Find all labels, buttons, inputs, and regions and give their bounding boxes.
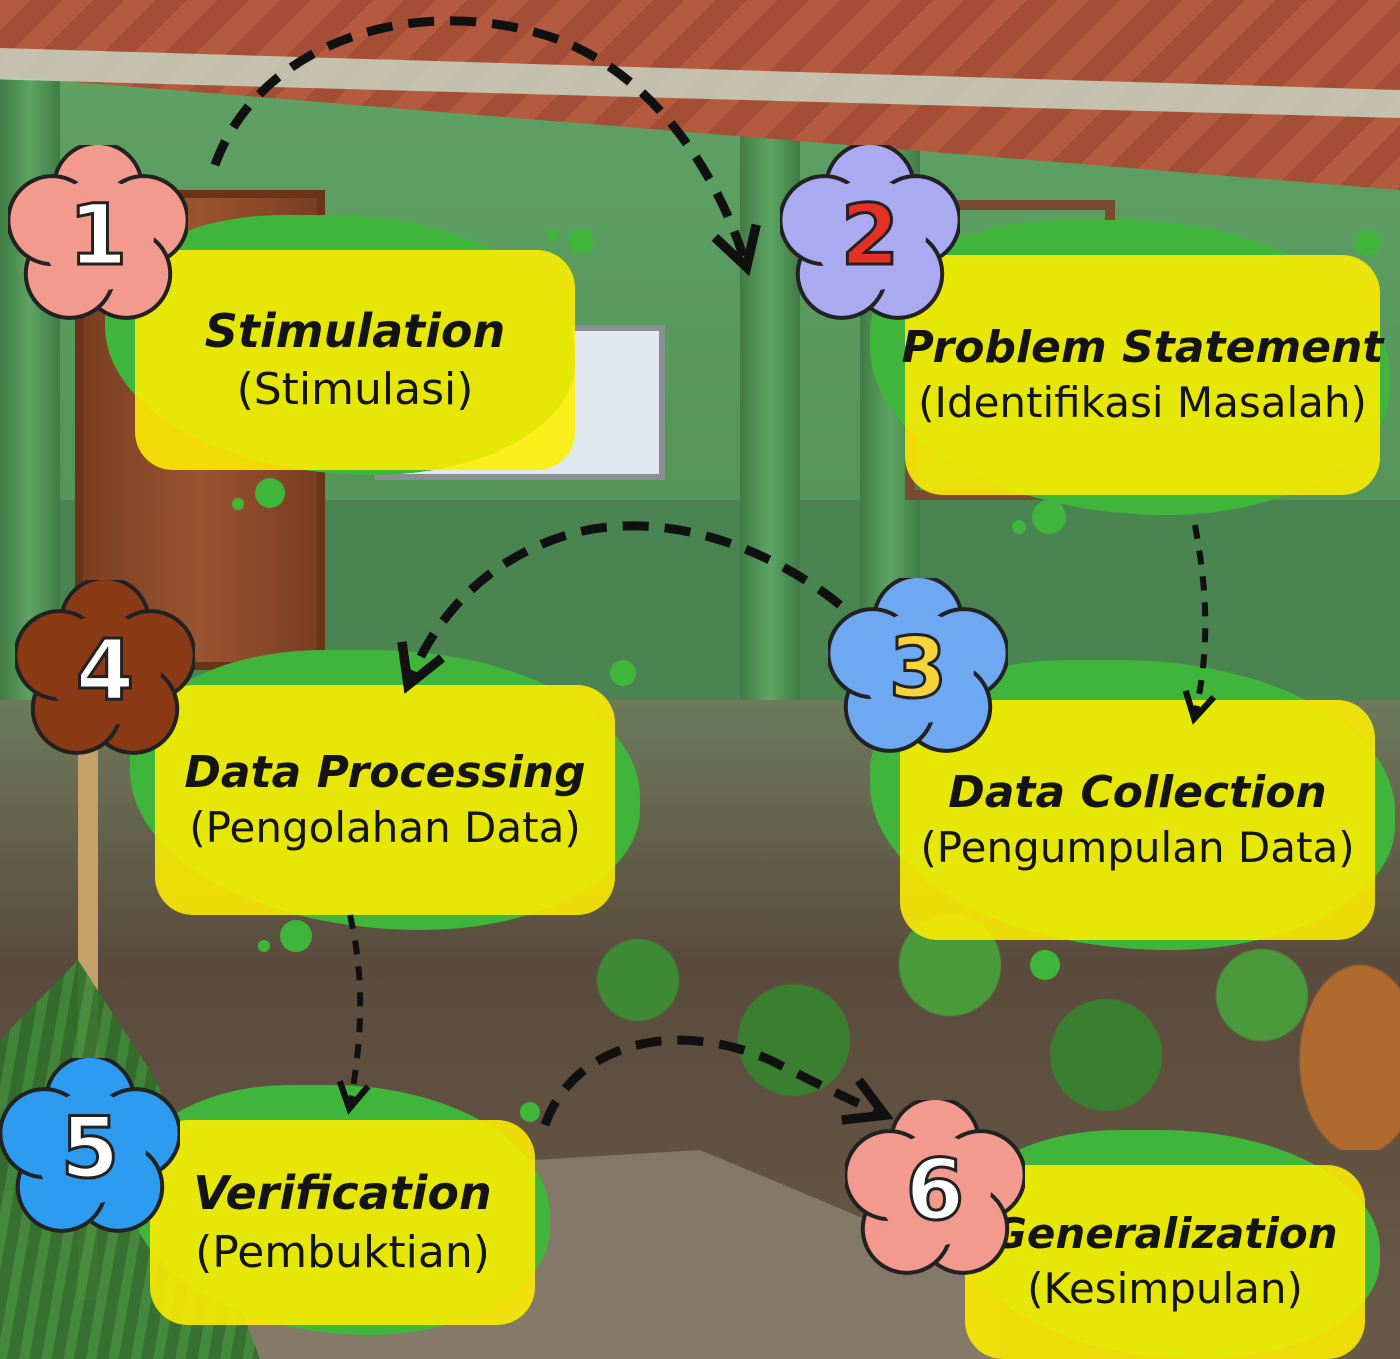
pillar — [0, 60, 60, 710]
step-5-subtitle: (Pembuktian) — [195, 1226, 490, 1278]
green-dot — [258, 940, 270, 952]
step-6-title: Generalization — [992, 1209, 1338, 1259]
step-6-subtitle: (Kesimpulan) — [1027, 1264, 1303, 1313]
step-1-title: Stimulation — [204, 303, 506, 358]
arrow-1-to-2 — [210, 16, 761, 277]
step-4-number: 4 — [74, 620, 135, 721]
green-dot — [280, 920, 312, 952]
step-1-box: Stimulation (Stimulasi) — [135, 250, 575, 470]
green-dot — [1355, 230, 1381, 256]
green-dot — [255, 478, 285, 508]
flower-shape — [845, 1100, 1025, 1275]
flower-shape — [0, 1058, 180, 1233]
step-3-title: Data Collection — [948, 767, 1327, 819]
pillar — [740, 60, 800, 710]
green-dot — [1012, 520, 1026, 534]
step-4-box: Data Processing (Pengolahan Data) — [155, 685, 615, 915]
green-dot — [520, 1102, 540, 1122]
chicken — [1290, 950, 1400, 1150]
step-4-flower-badge: 4 — [15, 580, 195, 760]
step-5-flower-badge: 5 — [0, 1058, 180, 1238]
green-dot — [568, 228, 594, 254]
arrow-2-to-3 — [1182, 524, 1217, 725]
step-3-number: 3 — [887, 618, 948, 719]
step-6-number: 6 — [904, 1140, 965, 1241]
step-3-flower-badge: 3 — [828, 578, 1008, 758]
flower-shape — [15, 580, 195, 755]
flower-shape — [8, 145, 188, 320]
step-1-subtitle: (Stimulasi) — [236, 364, 474, 416]
green-dot — [1032, 500, 1066, 534]
step-4-subtitle: (Pengolahan Data) — [189, 803, 581, 853]
green-dot — [1030, 950, 1060, 980]
step-2-title: Problem Statement — [901, 322, 1384, 374]
step-2-subtitle: (Identifikasi Masalah) — [918, 378, 1367, 428]
arrow-4-to-5 — [336, 914, 371, 1115]
step-3-subtitle: (Pengumpulan Data) — [920, 823, 1355, 873]
arrow-3-to-4 — [397, 521, 843, 694]
step-2-number: 2 — [839, 185, 900, 286]
flower-shape — [828, 578, 1008, 753]
step-5-box: Verification (Pembuktian) — [150, 1120, 535, 1325]
step-2-flower-badge: 2 — [780, 145, 960, 325]
arrow-5-to-6 — [540, 1035, 894, 1127]
step-5-title: Verification — [193, 1166, 492, 1220]
step-6-flower-badge: 6 — [845, 1100, 1025, 1280]
step-2-box: Problem Statement (Identifikasi Masalah) — [902, 255, 1383, 495]
step-4-title: Data Processing — [184, 747, 586, 799]
flower-shape — [780, 145, 960, 320]
green-dot — [546, 229, 558, 241]
step-5-number: 5 — [59, 1098, 120, 1199]
step-3-box: Data Collection (Pengumpulan Data) — [900, 700, 1375, 940]
green-dot — [610, 660, 636, 686]
step-6-box: Generalization (Kesimpulan) — [965, 1165, 1365, 1359]
step-1-number: 1 — [67, 185, 128, 286]
green-dot — [232, 498, 244, 510]
step-1-flower-badge: 1 — [8, 145, 188, 325]
